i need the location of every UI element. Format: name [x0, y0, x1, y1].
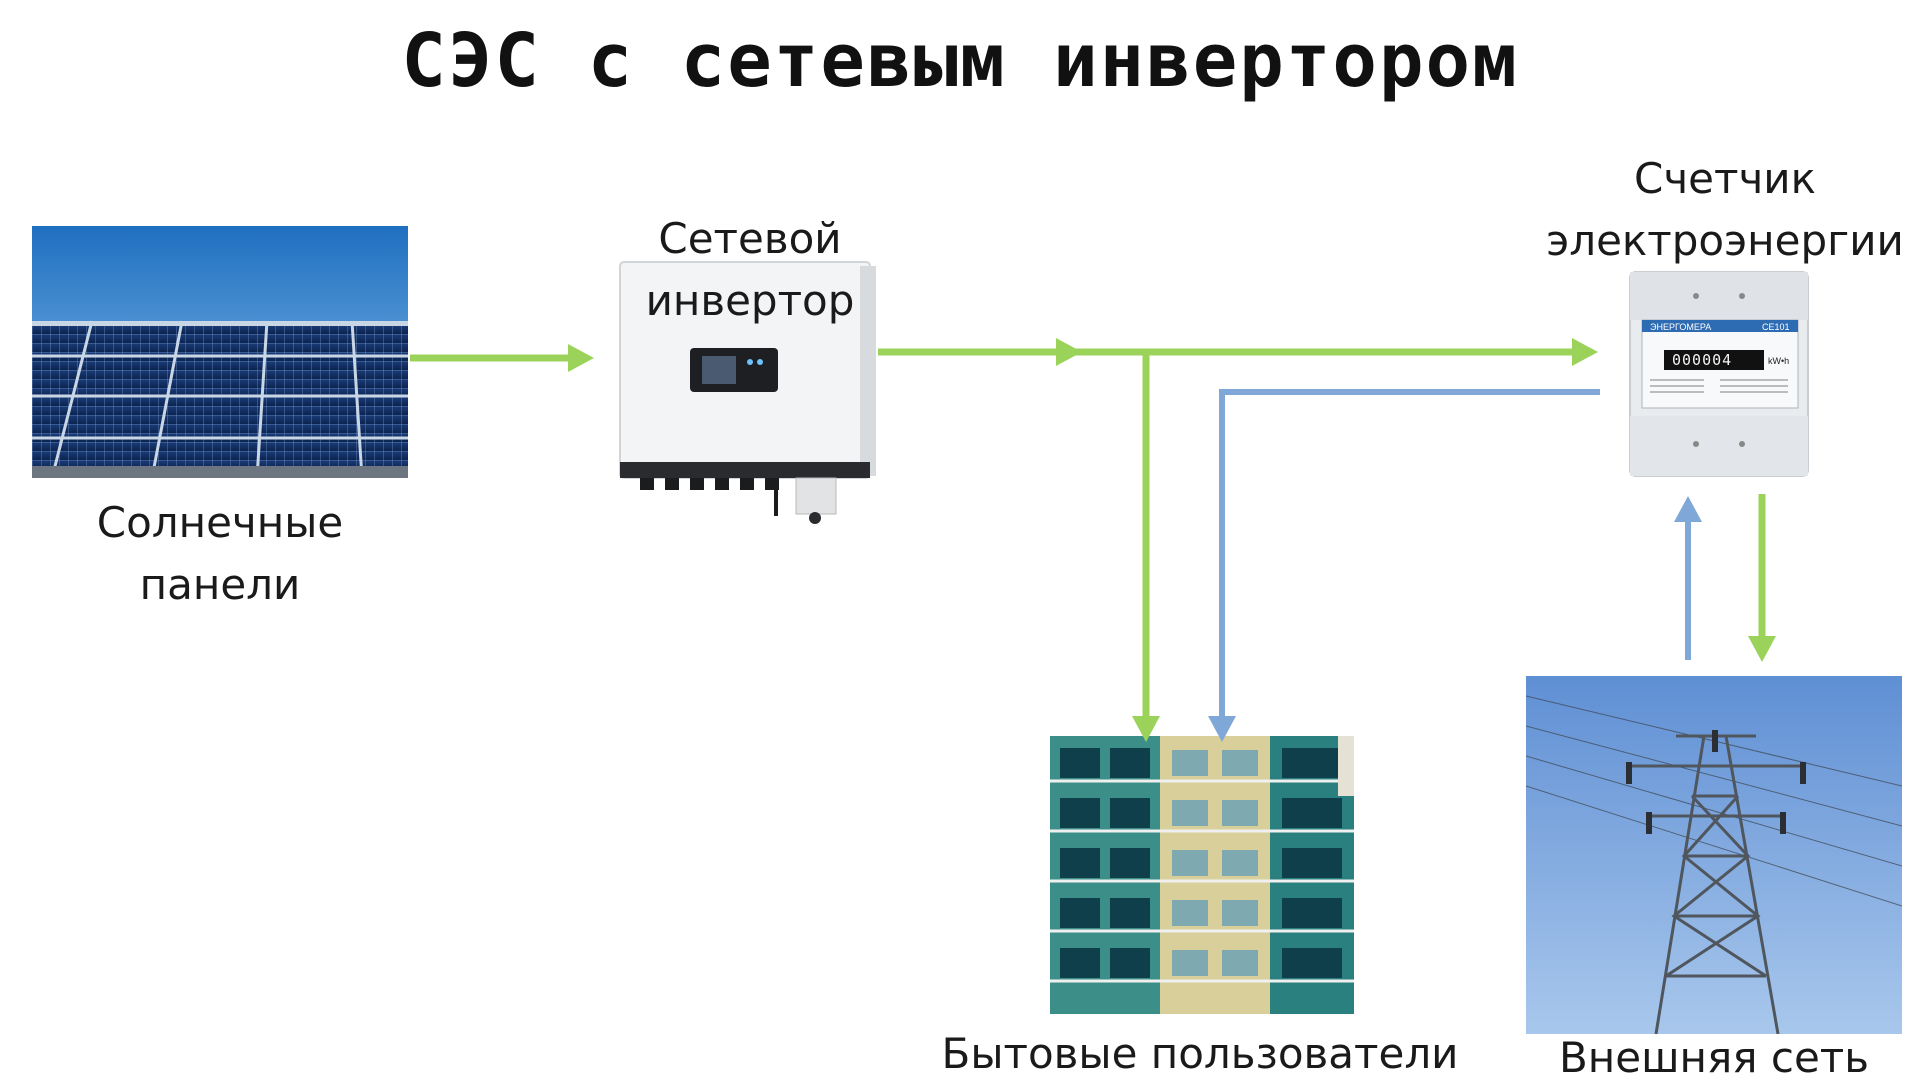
- generation-flow-lines: [410, 348, 1766, 720]
- solar-label-line1: Солнечные: [96, 498, 344, 547]
- meter-label-line1: Счетчик: [1634, 154, 1816, 203]
- inverter-label-line1: Сетевой: [658, 214, 842, 263]
- solar-label-line2: панели: [139, 560, 301, 609]
- meter-unit-text: kW•h: [1768, 356, 1789, 366]
- meter-brand-text: ЭНЕРГОМЕРА: [1650, 322, 1711, 332]
- grid-flow-lines: [1219, 389, 1691, 720]
- meter-reading-text: 000004: [1672, 351, 1732, 369]
- inverter-label-line2: инвертор: [645, 276, 855, 325]
- meter-model-text: CE101: [1762, 322, 1790, 332]
- inverter-image: [610, 256, 886, 526]
- consumers-label: Бытовые пользователи: [941, 1029, 1459, 1078]
- power-line-pylon-image: [1526, 676, 1902, 1034]
- arrowhead-mid-line: [1056, 338, 1082, 366]
- inverter-label: Сетевой инвертор: [600, 208, 900, 332]
- meter-label: Счетчик электроэнергии: [1530, 148, 1920, 272]
- solar-panels-label: Солнечные панели: [40, 492, 400, 616]
- meter-to-consumers-line: [1219, 389, 1600, 720]
- solar-panels-image: [32, 226, 408, 478]
- generation-flow-arrowheads: [568, 338, 1776, 742]
- grid-label: Внешняя сеть: [1558, 1033, 1870, 1082]
- residential-building-image: [1050, 736, 1354, 1014]
- diagram-title: СЭС с сетевым инвертором: [401, 18, 1519, 104]
- arrowhead-to-inverter: [568, 344, 594, 372]
- electricity-meter-image: ЭНЕРГОМЕРА CE101 000004 kW•h: [1624, 268, 1814, 480]
- arrowhead-grid-to-consumers: [1208, 716, 1236, 742]
- meter-label-line2: электроэнергии: [1546, 216, 1904, 265]
- arrowhead-to-consumers: [1132, 716, 1160, 742]
- arrowhead-to-meter: [1572, 338, 1598, 366]
- arrowhead-grid-to-meter: [1674, 496, 1702, 522]
- grid-flow-arrowheads: [1208, 496, 1702, 742]
- arrowhead-to-grid: [1748, 636, 1776, 662]
